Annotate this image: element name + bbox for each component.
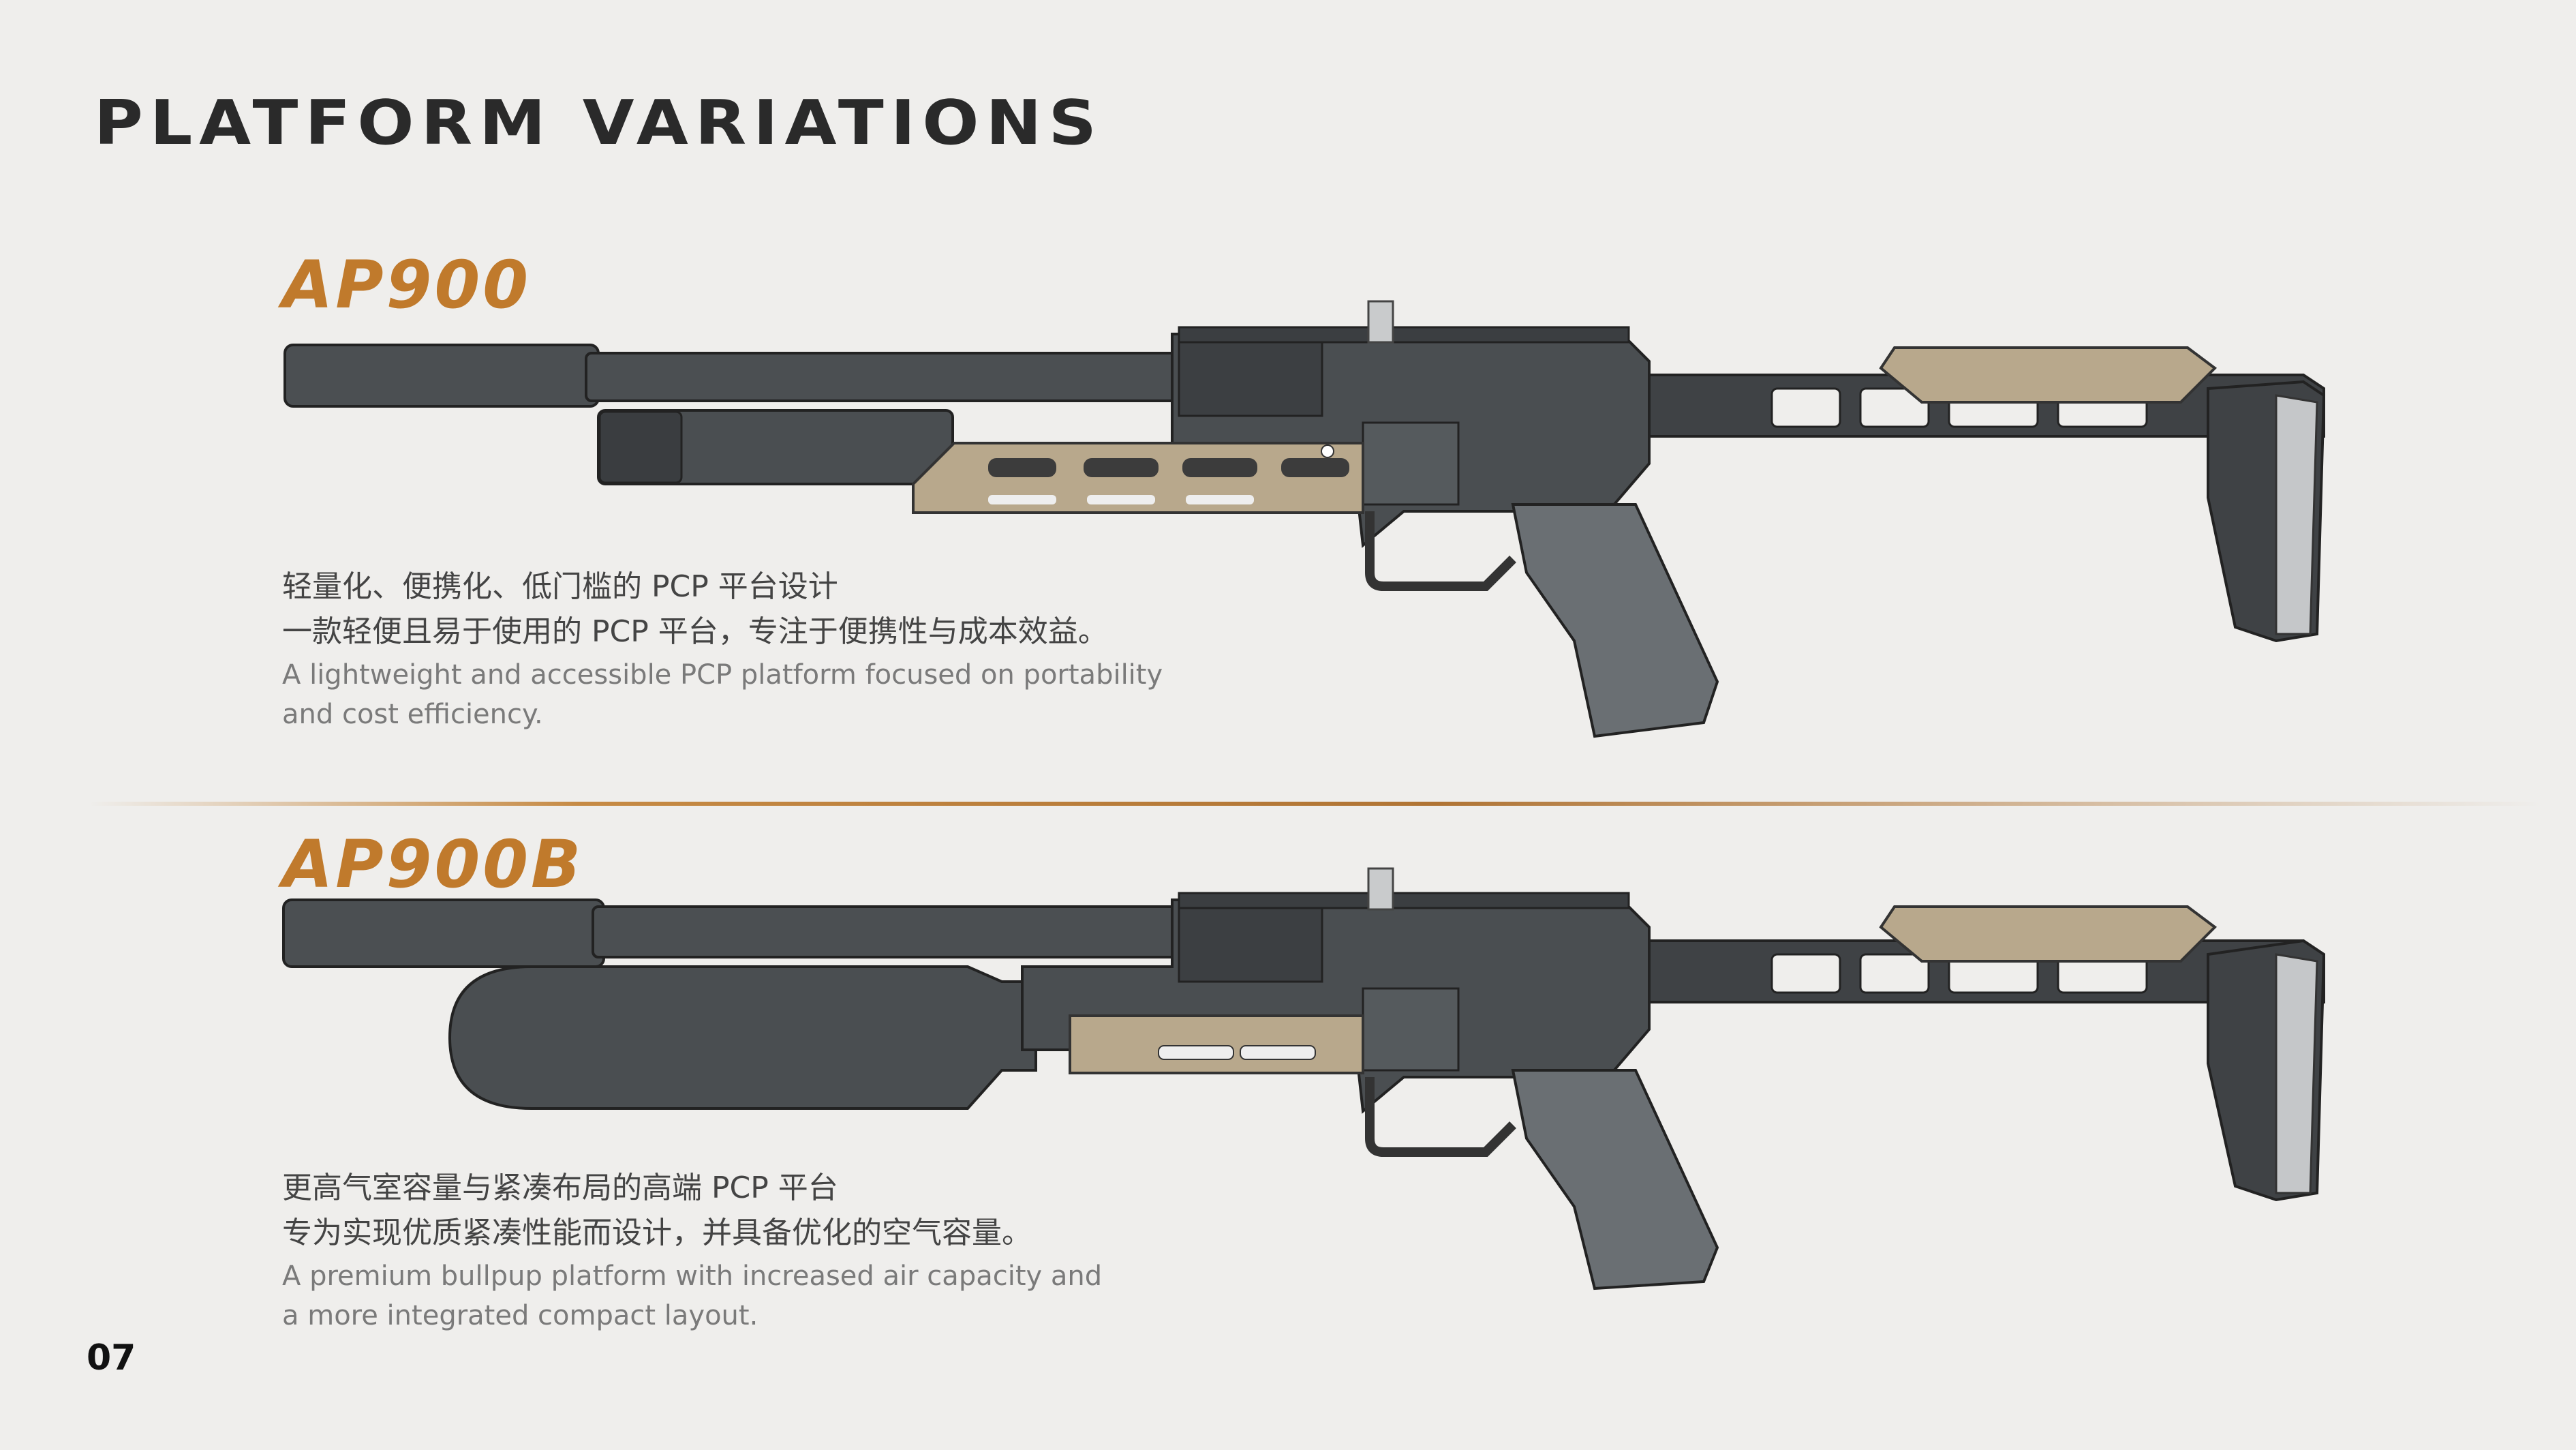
model-name-ap900: AP900 — [282, 247, 532, 323]
page-number: 07 — [87, 1338, 136, 1378]
page-title: PLATFORM VARIATIONS — [94, 87, 1104, 159]
model-name-ap900b: AP900B — [282, 826, 584, 903]
en-line-2: a more integrated compact layout. — [282, 1300, 758, 1331]
zh-line-2: 专为实现优质紧凑性能而设计，并具备优化的空气容量。 — [282, 1215, 1032, 1250]
zh-line-1: 轻量化、便携化、低门槛的 PCP 平台设计 — [282, 569, 838, 604]
en-line-1: A premium bullpup platform with increase… — [282, 1260, 1103, 1292]
zh-line-1: 更高气室容量与紧凑布局的高端 PCP 平台 — [282, 1170, 838, 1205]
en-line-1: A lightweight and accessible PCP platfor… — [282, 659, 1163, 691]
zh-line-2: 一款轻便且易于使用的 PCP 平台，专注于便携性与成本效益。 — [282, 614, 1108, 649]
section-divider — [89, 802, 2542, 806]
rifle-image-ap900b — [0, 866, 2576, 1302]
rifle-image-ap900 — [0, 300, 2576, 750]
en-line-2: and cost efficiency. — [282, 699, 543, 730]
description-ap900: 轻量化、便携化、低门槛的 PCP 平台设计 一款轻便且易于使用的 PCP 平台，… — [282, 564, 1163, 734]
description-ap900b: 更高气室容量与紧凑布局的高端 PCP 平台 专为实现优质紧凑性能而设计，并具备优… — [282, 1166, 1102, 1335]
